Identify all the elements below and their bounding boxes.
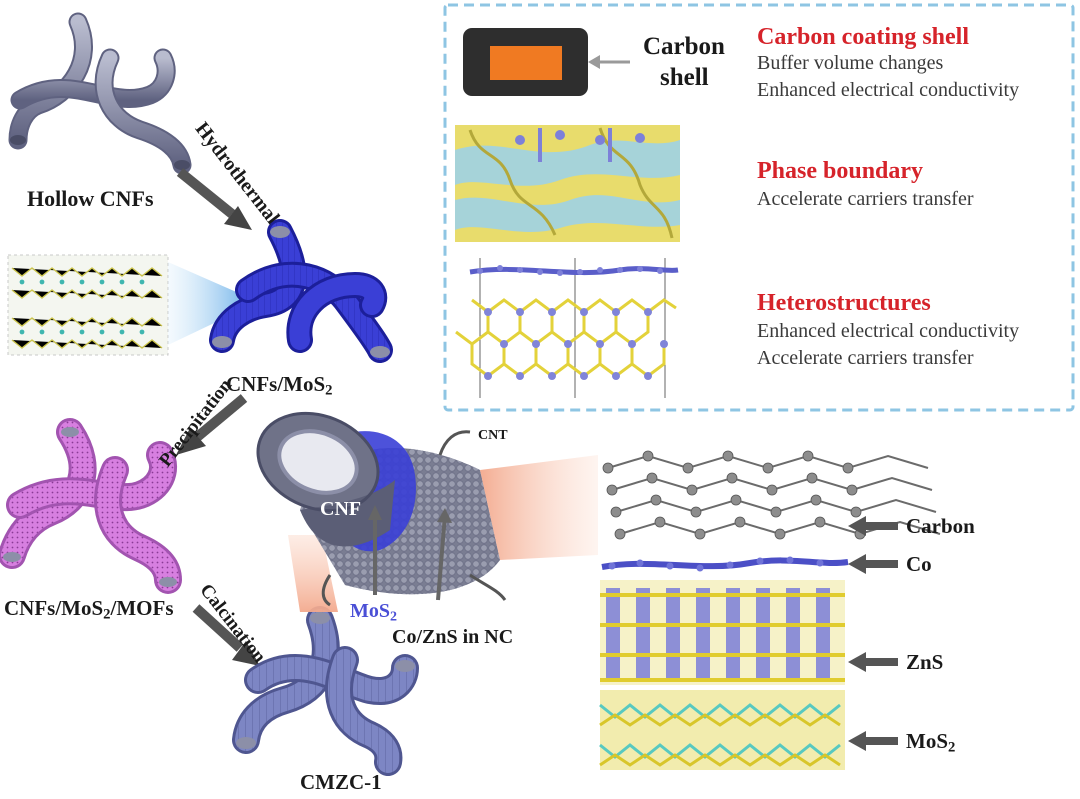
label-cnfs-mos2: CNFs/MoS2 [226,372,333,400]
panel-desc-carriers-2: Accelerate carriers transfer [757,347,974,369]
panel-carbon-shell-line2: shell [660,64,709,91]
layer-pointer-arrows [848,516,898,751]
precipitation-arrow [176,394,248,455]
mos2-crystal-structure [7,254,169,356]
cmzc1-illustration [232,606,419,776]
label-mofs-sub: 2 [103,606,111,623]
layered-heterostructure [599,450,941,770]
label-hollow-cnfs: Hollow CNFs [27,186,154,211]
label-cnf: CNF [320,498,362,520]
zoom-cone-salmon-large [480,455,598,560]
cnf-cross-section [256,411,507,607]
label-mos2-cross: MoS2 [350,600,397,626]
label-cnfs-mos2-main: CNFs/MoS [226,372,326,396]
info-panel-border [443,3,1075,412]
cnfs-mos2-mofs-illustration [0,418,182,594]
panel-desc-buffer: Buffer volume changes [757,52,944,74]
panel-desc-conductivity-2: Enhanced electrical conductivity [757,320,1020,342]
layer-label-mos2: MoS2 [906,729,955,757]
panel-desc-conductivity-1: Enhanced electrical conductivity [757,79,1020,101]
panel-title-heterostructures: Heterostructures [757,290,931,316]
label-cnfs-mos2-sub: 2 [325,382,333,399]
zoom-cone-blue [168,262,250,345]
label-cnt: CNT [478,428,508,443]
hydrothermal-arrow [176,168,252,230]
label-mofs-suffix: /MOFs [110,596,174,620]
panel-title-phase-boundary: Phase boundary [757,158,924,184]
cross-section-pointers [373,512,447,601]
label-mofs-main: CNFs/MoS [4,596,104,620]
layer-label-co: Co [906,552,932,576]
label-mos2-cross-main: MoS [350,600,390,622]
layer-label-zns: ZnS [906,650,944,674]
label-cmzc1: CMZC-1 [300,770,382,794]
panel-title-carbon-coating: Carbon coating shell [757,24,970,50]
heterostructure-image [455,258,679,398]
panel-carbon-shell-line1: Carbon [643,33,725,60]
hollow-cnfs-illustration [8,12,192,175]
layer-label-mos2-main: MoS [906,729,948,753]
panel-desc-carriers-1: Accelerate carriers transfer [757,188,974,210]
label-co-zns-nc: Co/ZnS in NC [392,626,514,648]
carbon-shell-icon [463,28,630,96]
phase-boundary-image [455,125,680,242]
layer-label-carbon: Carbon [906,514,975,538]
label-mos2-cross-sub: 2 [390,609,397,625]
label-cnfs-mos2-mofs: CNFs/MoS2/MOFs [4,596,174,624]
layer-label-mos2-sub: 2 [948,739,956,756]
calcination-arrow [192,604,260,666]
cnfs-mos2-illustration [209,219,393,363]
zoom-cone-salmon-small [288,535,338,612]
